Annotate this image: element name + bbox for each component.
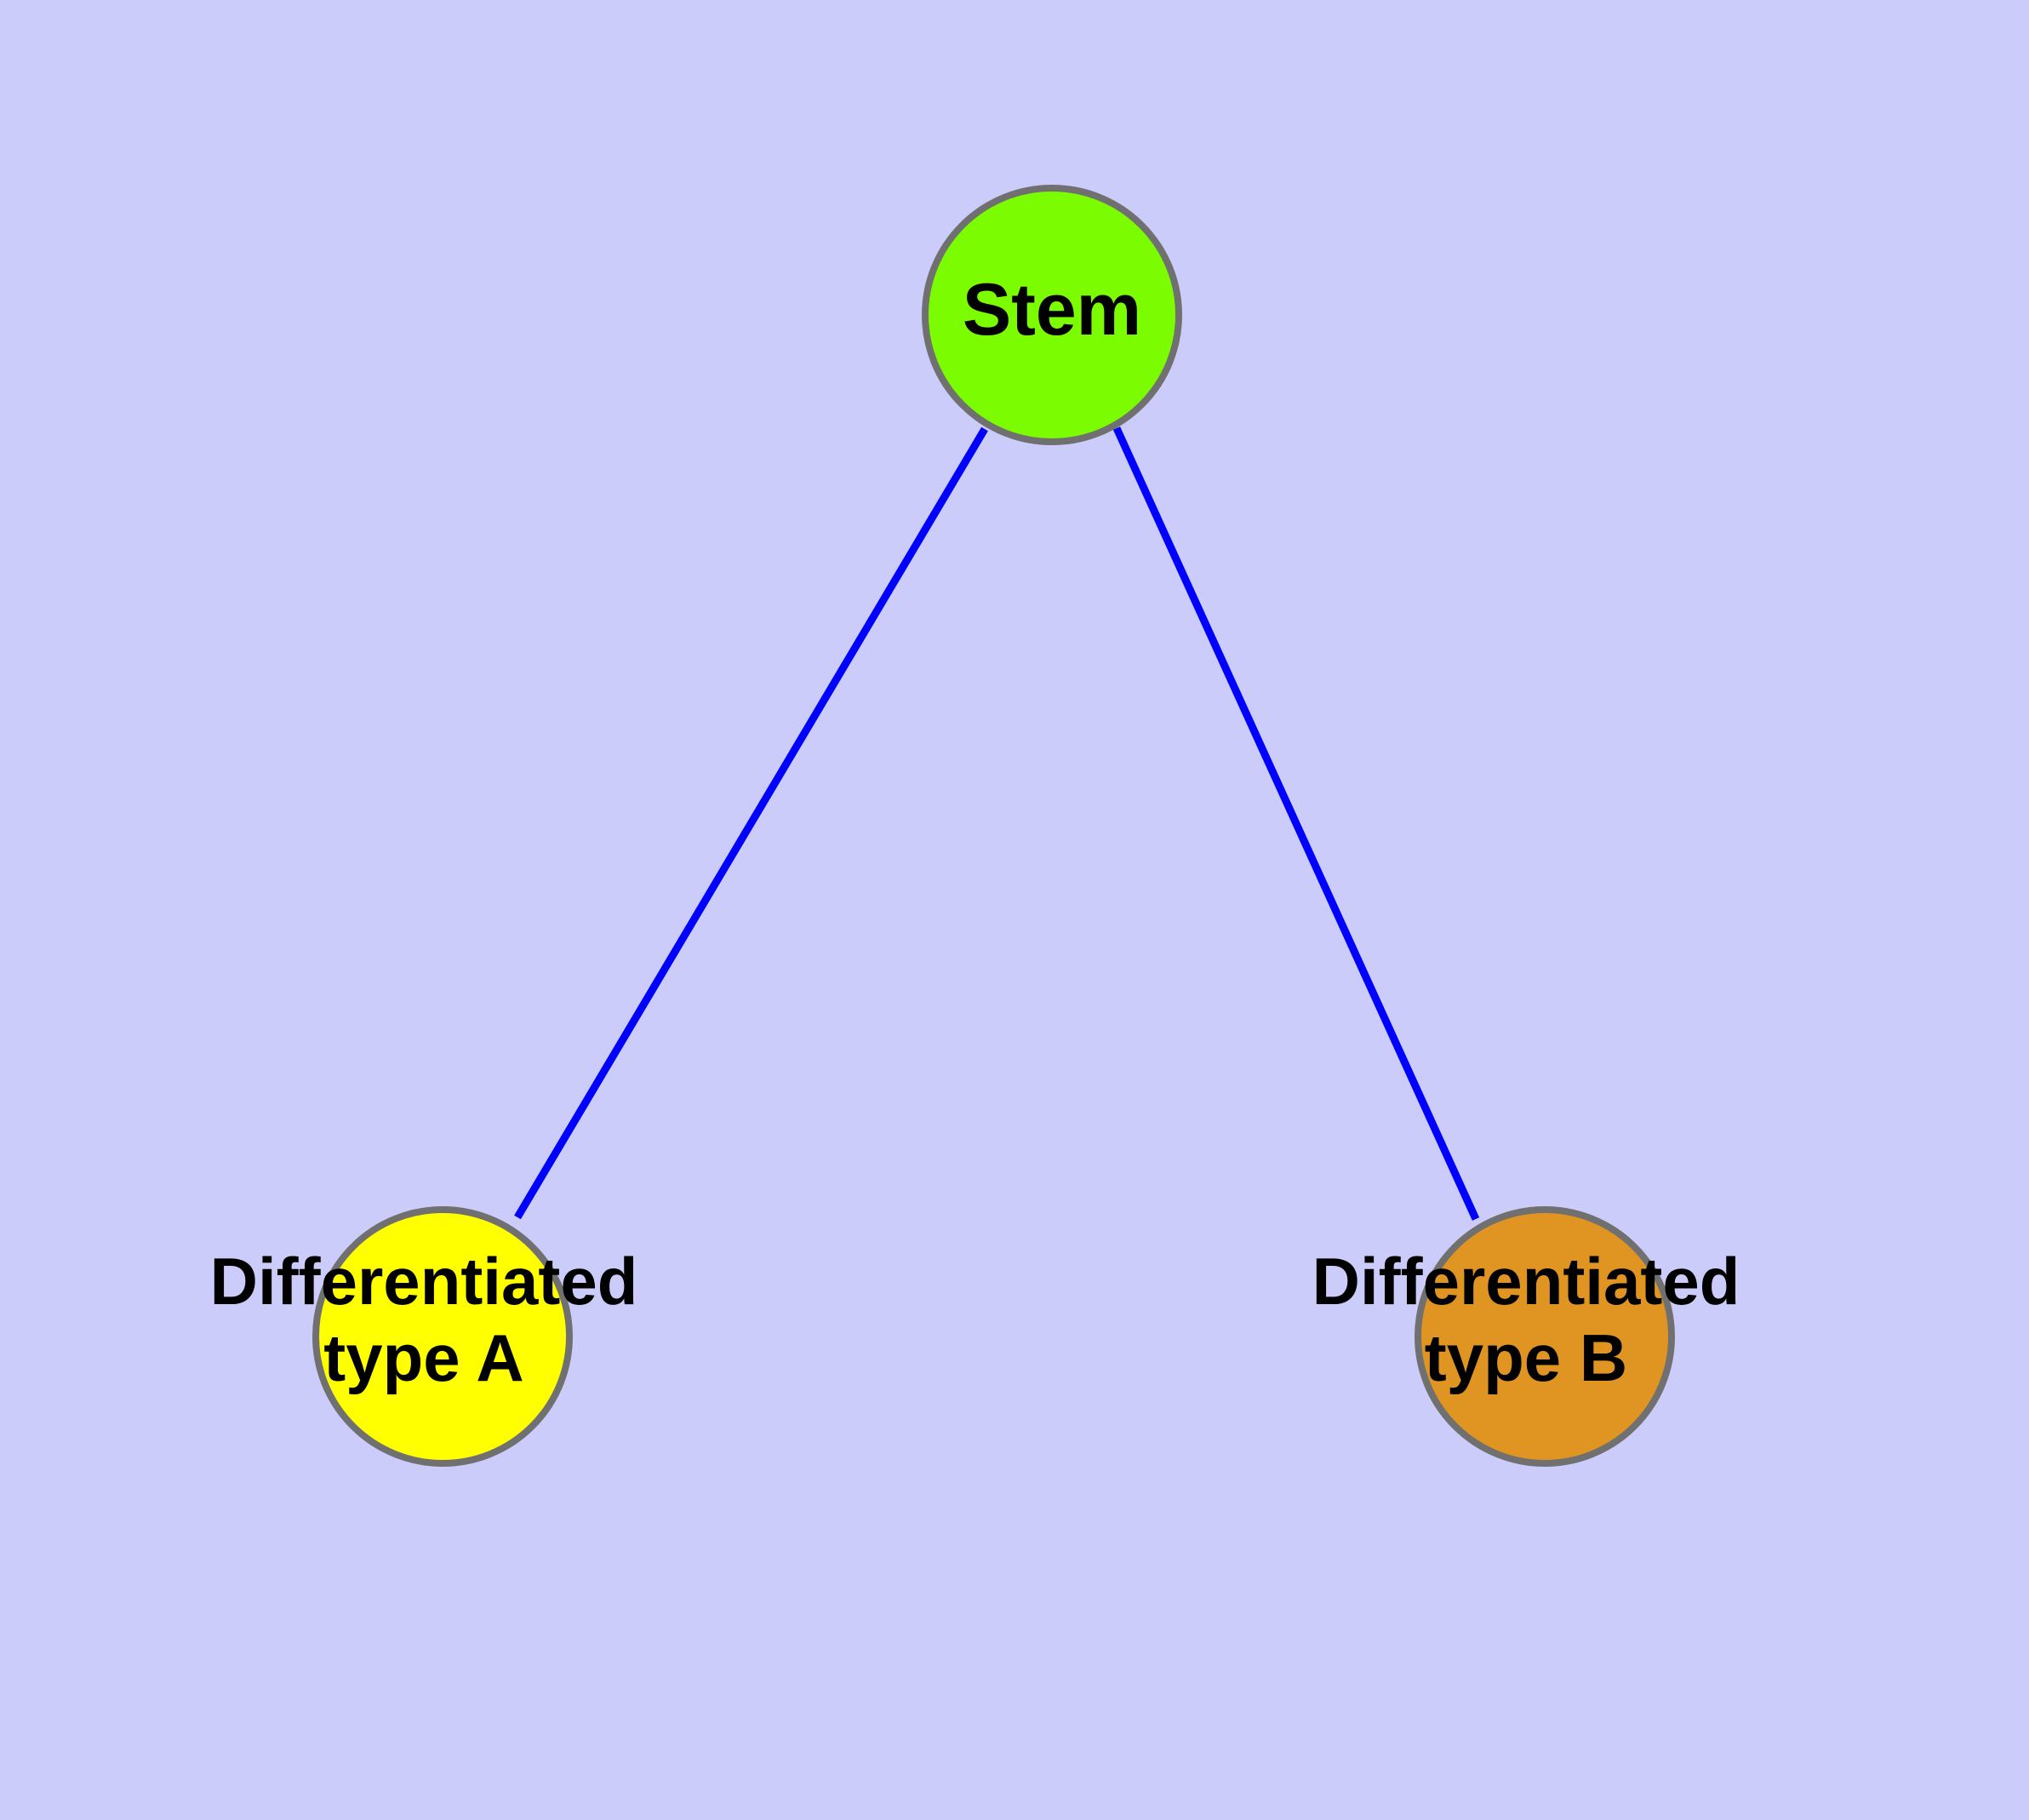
node-stem[interactable]: Stem [922,185,1182,445]
node-label-line: Stem [963,269,1141,351]
node-label-line: type A [323,1320,524,1395]
node-differentiated-type-a-circle[interactable] [312,1206,573,1467]
edge-stem-to-differentiated-type-b[interactable] [1112,426,1480,1221]
node-label-line: Differentiated [1312,1243,1740,1318]
node-label-line: type B [1425,1320,1627,1395]
edge-layer [514,426,1480,1221]
node-differentiated-type-b-circle[interactable] [1415,1206,1675,1467]
edge-stem-to-differentiated-type-a[interactable] [514,426,988,1220]
node-stem-label: Stem [963,269,1141,351]
node-stem-circle[interactable] [922,185,1182,445]
node-label-line: Differentiated [210,1243,638,1318]
